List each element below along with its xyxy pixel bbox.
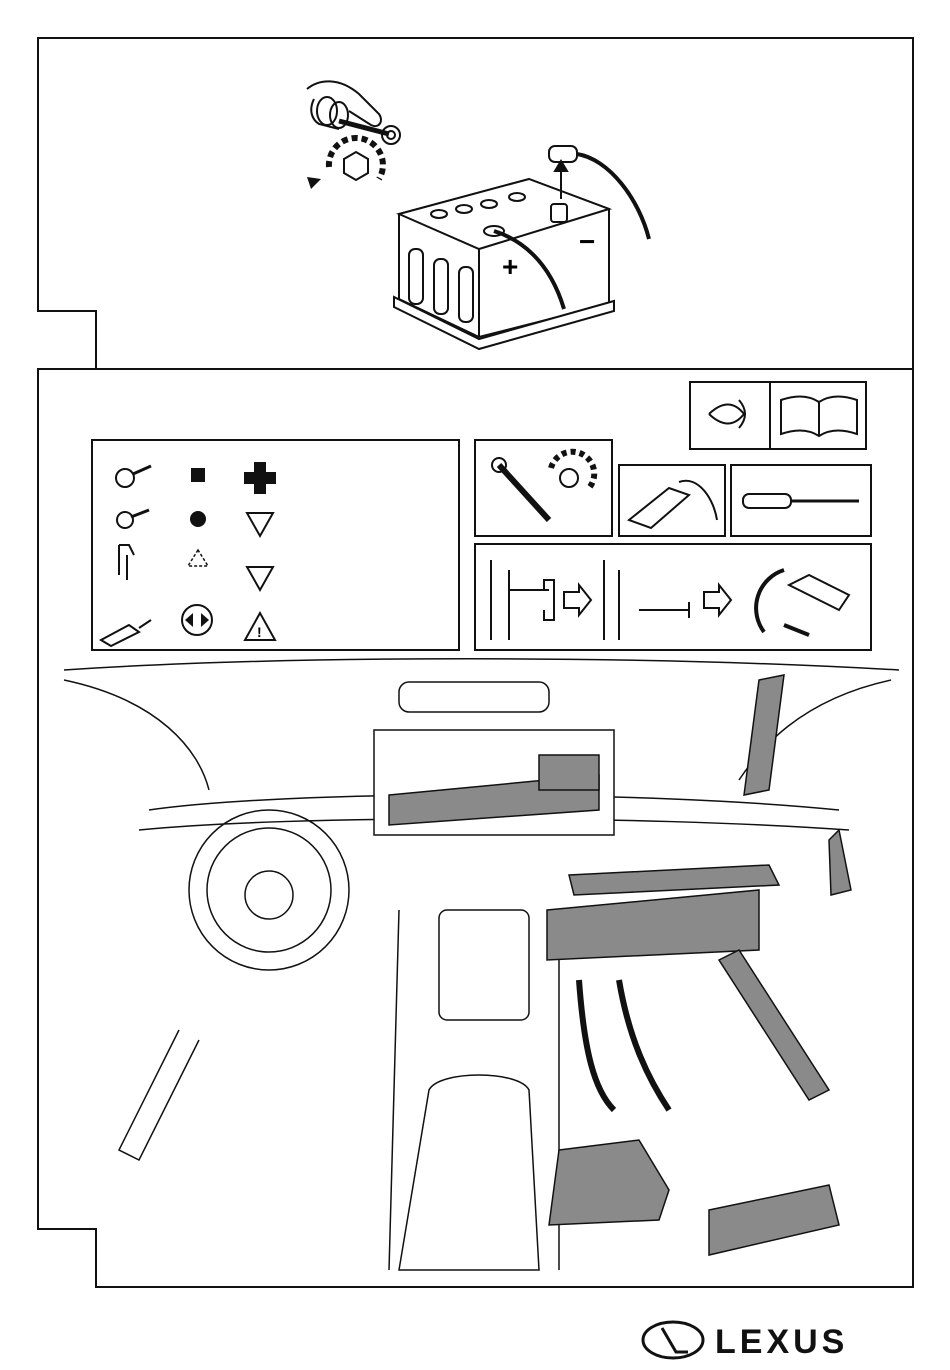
- step-1-panel: + −: [37, 37, 914, 370]
- positive-terminal-label: +: [502, 251, 518, 282]
- dashboard-illustration: !: [39, 370, 916, 1290]
- center-armrest: [399, 1075, 539, 1270]
- filled-square-marker: [191, 468, 205, 482]
- steering-wheel: [189, 810, 349, 970]
- dashboard-outline: [64, 659, 899, 1270]
- center-stack: [439, 910, 529, 1020]
- ratchet-tool-box: [475, 440, 612, 536]
- lexus-emblem-icon-footer: [643, 1322, 703, 1358]
- removal-arrows: [579, 980, 669, 1110]
- svg-text:!: !: [257, 624, 262, 640]
- removal-arrow-1: [579, 980, 614, 1110]
- step-2-panel: !: [37, 368, 914, 1288]
- hand-wrench-icon: [307, 81, 400, 144]
- glovebox-lower-panel: [547, 890, 759, 960]
- lexus-logo: LEXUS: [640, 1320, 910, 1360]
- lexus-emblem-icon: [245, 871, 293, 919]
- battery-icon: [394, 146, 649, 349]
- reference-box: [690, 382, 866, 449]
- lexus-wordmark: LEXUS: [715, 1323, 848, 1360]
- removed-glovebox: [709, 1185, 839, 1255]
- legend-box: !: [92, 440, 459, 650]
- side-vent-cover: [829, 830, 851, 895]
- screwdriver-box: [731, 465, 871, 536]
- trim-tool-box: [619, 465, 725, 536]
- removed-lower-cover: [549, 1140, 669, 1225]
- side-kick-panel: [719, 950, 829, 1100]
- filled-circle-marker: [190, 511, 206, 527]
- negative-terminal-label: −: [579, 226, 595, 257]
- clip-removal-sequence: [475, 544, 871, 650]
- loosen-nut-icon: [307, 138, 383, 189]
- removal-arrow-2: [619, 980, 669, 1110]
- battery-illustration: + −: [39, 39, 916, 372]
- rearview-mirror: [399, 682, 549, 712]
